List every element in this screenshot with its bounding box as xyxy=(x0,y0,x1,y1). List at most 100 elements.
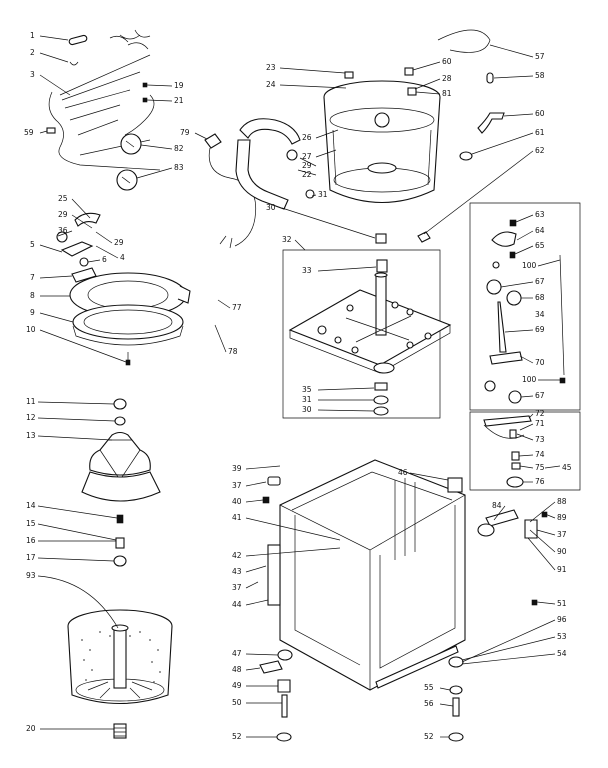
part-callout-c44: 44 xyxy=(232,600,242,609)
part-callout-c29b: 29 xyxy=(58,210,68,219)
outer-tub xyxy=(323,29,505,244)
part-callout-c30a: 30 xyxy=(266,203,276,212)
part-callout-c8: 8 xyxy=(30,291,35,300)
part-callout-c31a: 31 xyxy=(318,190,328,199)
part-callout-c68: 68 xyxy=(535,293,545,302)
part-callout-c77: 77 xyxy=(232,303,242,312)
part-callout-c53: 53 xyxy=(557,632,567,641)
part-callout-c88: 88 xyxy=(557,497,567,506)
part-callout-c81: 81 xyxy=(442,89,452,98)
part-callout-c17: 17 xyxy=(26,553,36,562)
part-callout-c37a: 37 xyxy=(232,481,242,490)
part-callout-c75: 75 xyxy=(535,463,545,472)
part-callout-c23: 23 xyxy=(266,63,276,72)
part-callout-c10: 10 xyxy=(26,325,36,334)
part-callout-c67b: 67 xyxy=(535,391,545,400)
part-callout-c30b: 30 xyxy=(302,405,312,414)
part-callout-c46: 46 xyxy=(398,468,408,477)
part-callout-c47: 47 xyxy=(232,649,242,658)
part-callout-c11: 11 xyxy=(26,397,36,406)
part-callout-c3: 3 xyxy=(30,70,35,79)
part-callout-c51: 51 xyxy=(557,599,567,608)
part-callout-c82: 82 xyxy=(174,144,184,153)
part-callout-c67a: 67 xyxy=(535,277,545,286)
part-callout-c72: 72 xyxy=(535,409,545,418)
part-callout-c40: 40 xyxy=(232,497,242,506)
part-callout-c31b: 31 xyxy=(302,395,312,404)
part-callout-c37c: 37 xyxy=(557,530,567,539)
part-callout-c37b: 37 xyxy=(232,583,242,592)
part-callout-c45: 45 xyxy=(562,463,572,472)
part-callout-c52a: 52 xyxy=(232,732,242,741)
part-callout-c70: 70 xyxy=(535,358,545,367)
part-callout-c16: 16 xyxy=(26,536,36,545)
part-callout-c15: 15 xyxy=(26,519,36,528)
part-callout-c2: 2 xyxy=(30,48,35,57)
part-callout-c25: 25 xyxy=(58,194,68,203)
part-callout-c26: 26 xyxy=(302,133,312,142)
part-callout-c55: 55 xyxy=(424,683,434,692)
part-callout-c50: 50 xyxy=(232,698,242,707)
part-callout-c54: 54 xyxy=(557,649,567,658)
part-callout-c35: 35 xyxy=(302,385,312,394)
part-callout-c90: 90 xyxy=(557,547,567,556)
part-callout-c9: 9 xyxy=(30,308,35,317)
part-callout-c71: 71 xyxy=(535,419,545,428)
part-callout-c73: 73 xyxy=(535,435,545,444)
wire-harness xyxy=(46,29,161,191)
part-callout-c60b: 60 xyxy=(535,109,545,118)
part-callout-c29a: 29 xyxy=(302,161,312,170)
part-callout-c6: 6 xyxy=(102,255,107,264)
part-callout-c43: 43 xyxy=(232,567,242,576)
part-callout-c57: 57 xyxy=(535,52,545,61)
part-callout-c91: 91 xyxy=(557,565,567,574)
part-callout-c69: 69 xyxy=(535,325,545,334)
part-callout-c12: 12 xyxy=(26,413,36,422)
part-callout-c28: 28 xyxy=(442,74,452,83)
part-callout-c48: 48 xyxy=(232,665,242,674)
part-callout-c100b: 100 xyxy=(522,375,537,384)
part-callout-c32: 32 xyxy=(282,235,292,244)
part-callout-c89: 89 xyxy=(557,513,567,522)
drive-base-assembly xyxy=(282,249,452,419)
part-callout-c60a: 60 xyxy=(442,57,452,66)
part-callout-c84: 84 xyxy=(492,501,502,510)
part-callout-c49: 49 xyxy=(232,681,242,690)
basket-perforations xyxy=(81,631,161,683)
part-callout-c36: 36 xyxy=(58,226,68,235)
part-callout-c62: 62 xyxy=(535,146,545,155)
part-callout-c39: 39 xyxy=(232,464,242,473)
part-callout-c27: 27 xyxy=(302,152,312,161)
part-callout-c76: 76 xyxy=(535,477,545,486)
tub-ring-and-agitator-left xyxy=(56,212,191,739)
part-callout-c33: 33 xyxy=(302,266,312,275)
part-callout-c78: 78 xyxy=(228,347,238,356)
part-callout-c34: 34 xyxy=(535,310,545,319)
leader-lines xyxy=(37,35,561,738)
part-callout-c5: 5 xyxy=(30,240,35,249)
part-callout-c14: 14 xyxy=(26,501,36,510)
part-callout-c13: 13 xyxy=(26,431,36,440)
part-callout-c20: 20 xyxy=(26,724,36,733)
part-callout-c65: 65 xyxy=(535,241,545,250)
cabinet xyxy=(259,459,548,742)
part-callout-c74: 74 xyxy=(535,450,545,459)
part-callout-c59: 59 xyxy=(24,128,34,137)
part-callout-c24: 24 xyxy=(266,80,276,89)
part-callout-c96: 96 xyxy=(557,615,567,624)
part-callout-c100a: 100 xyxy=(522,261,537,270)
switch-and-brake-panel xyxy=(469,202,581,411)
part-callout-c7: 7 xyxy=(30,273,35,282)
part-callout-c58: 58 xyxy=(535,71,545,80)
drain-hose-and-cord xyxy=(204,118,315,249)
part-callout-c93: 93 xyxy=(26,571,36,580)
part-callout-c63: 63 xyxy=(535,210,545,219)
part-callout-c52b: 52 xyxy=(424,732,434,741)
part-callout-c42: 42 xyxy=(232,551,242,560)
part-callout-c79: 79 xyxy=(180,128,190,137)
part-callout-c41: 41 xyxy=(232,513,242,522)
part-callout-c56: 56 xyxy=(424,699,434,708)
part-callout-c19: 19 xyxy=(174,81,184,90)
part-callout-c22: 22 xyxy=(302,170,312,179)
